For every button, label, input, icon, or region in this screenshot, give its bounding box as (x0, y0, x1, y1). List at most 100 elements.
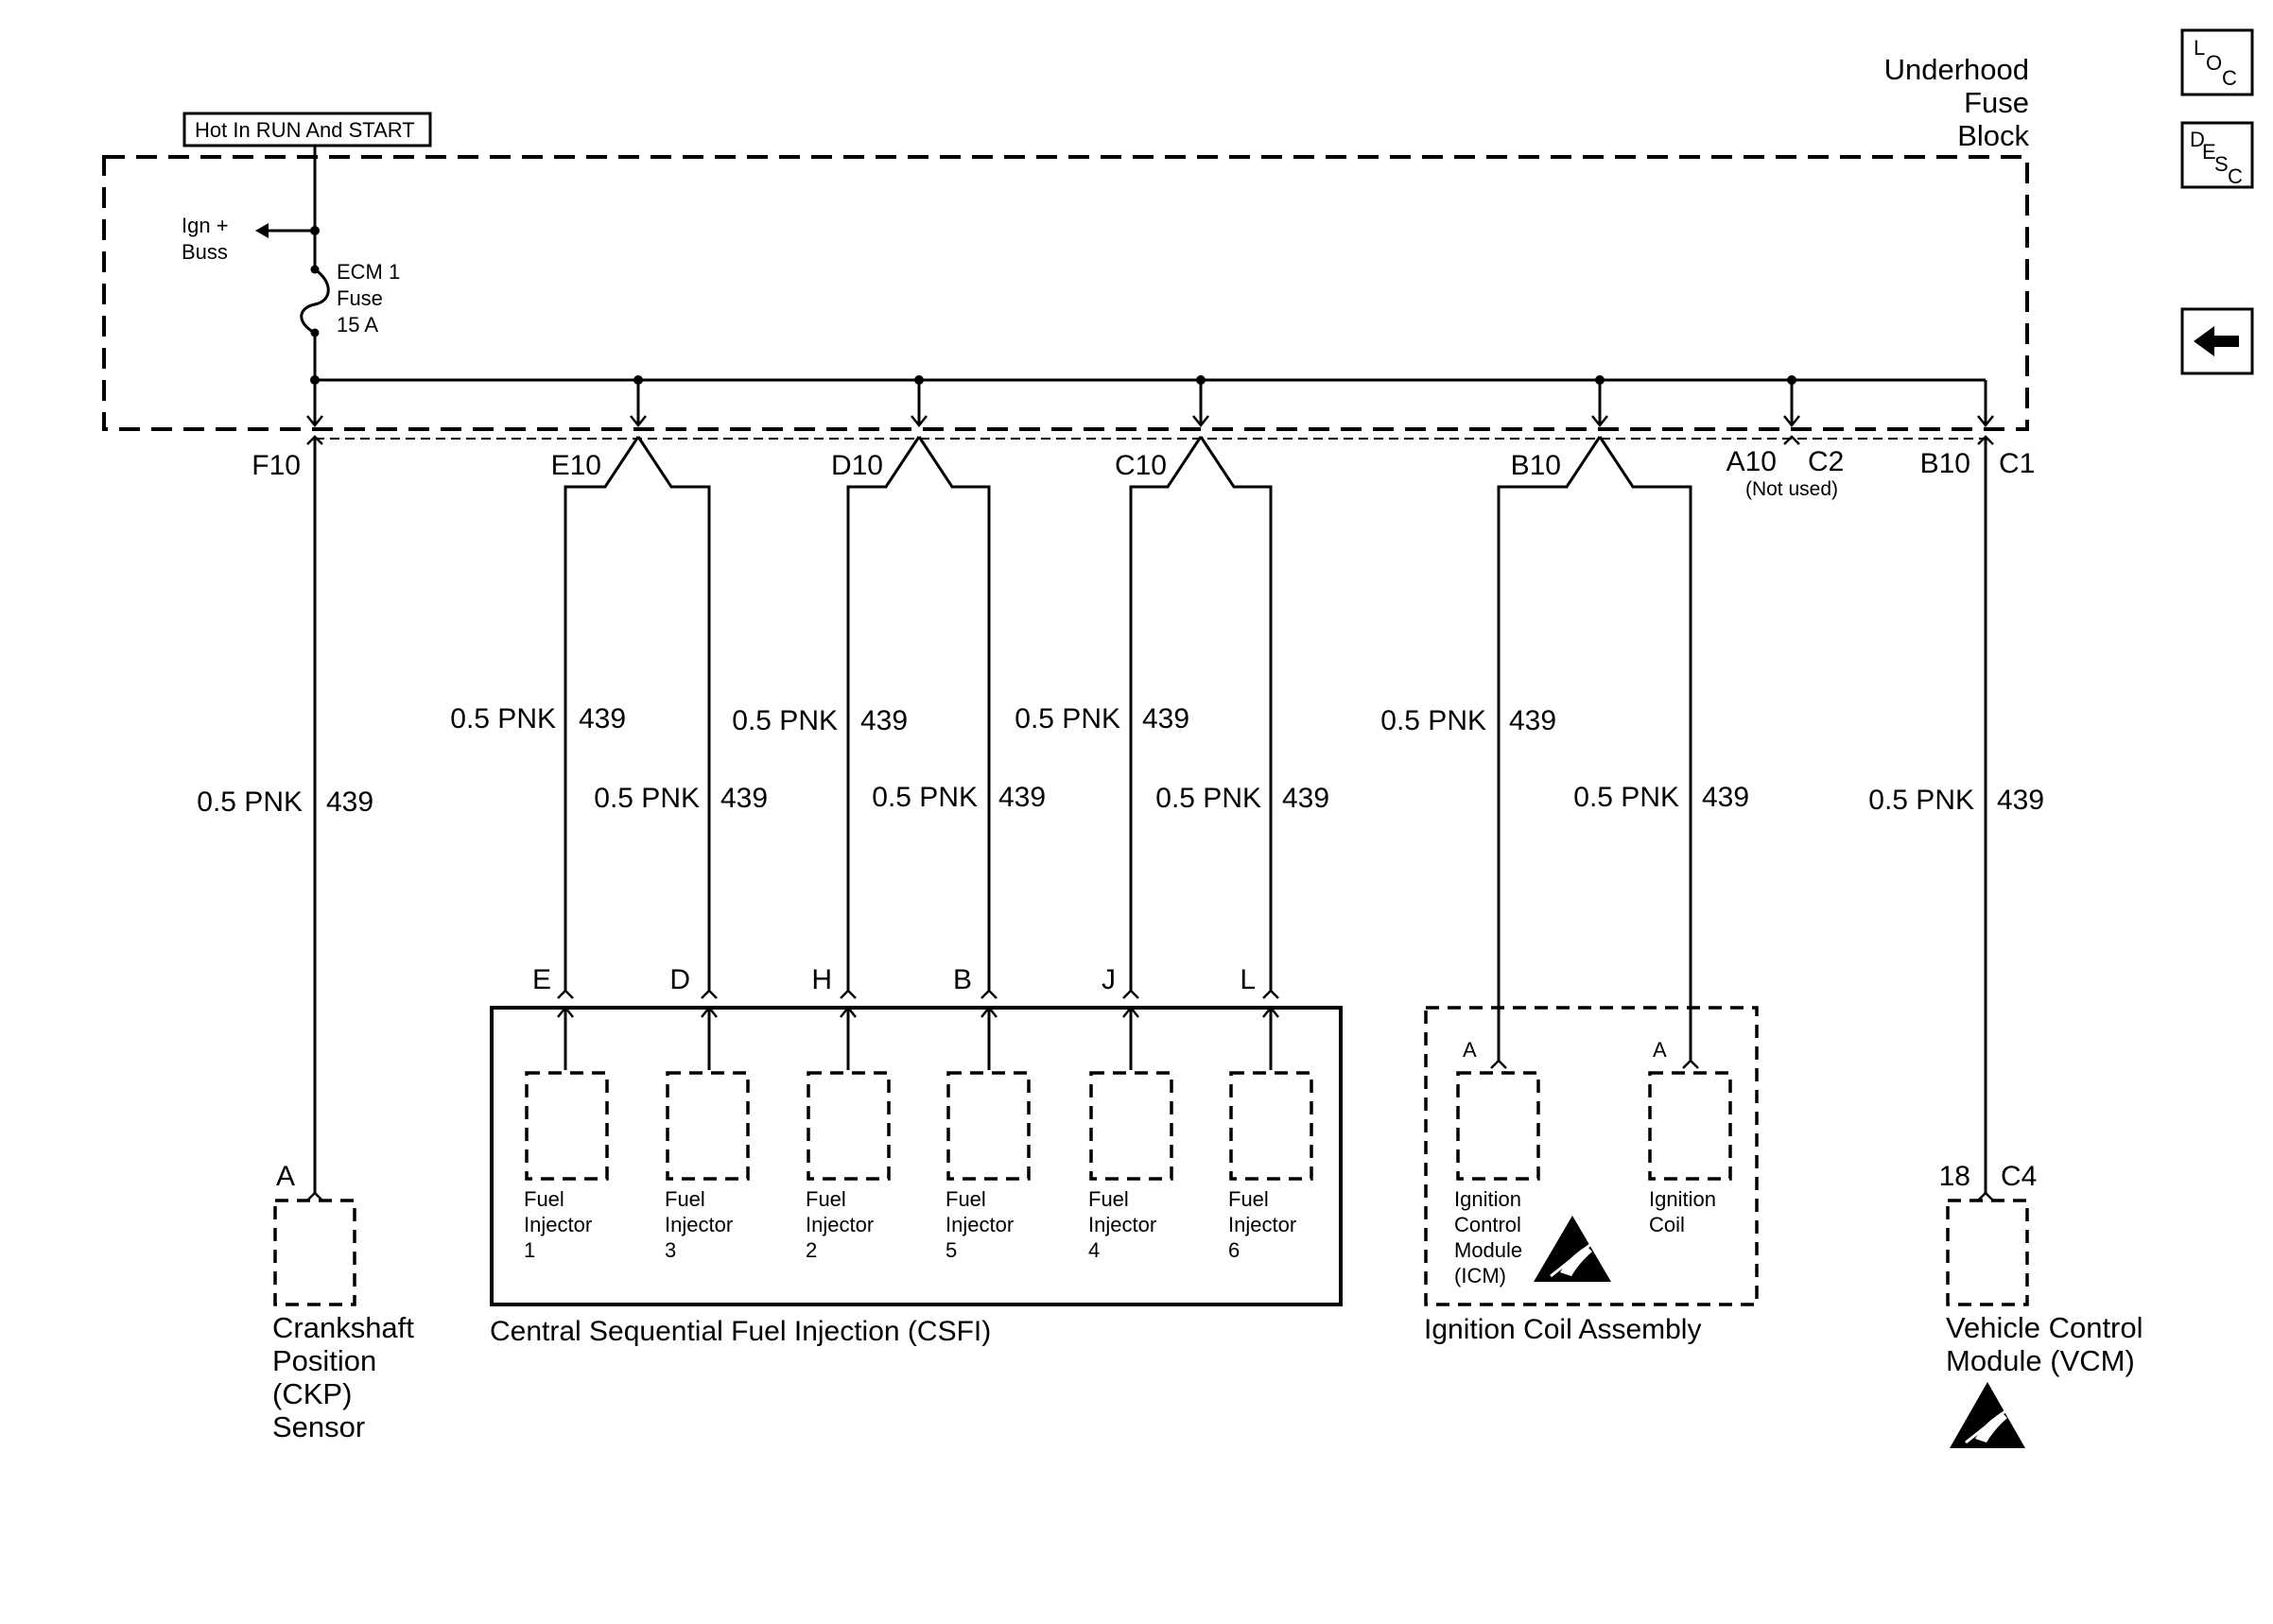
svg-text:439: 439 (1282, 783, 1329, 814)
loc-button-letter-2: O (2206, 51, 2222, 75)
svg-text:Fuel: Fuel (1088, 1187, 1129, 1211)
svg-text:Vehicle Control: Vehicle Control (1946, 1311, 2143, 1344)
loc-button[interactable]: L O C (2180, 28, 2254, 96)
svg-text:Fuel: Fuel (524, 1187, 564, 1211)
vcm-box (1946, 1199, 2029, 1306)
svg-text:0.5 PNK: 0.5 PNK (872, 782, 978, 813)
fuel-injector-5: Fuel Injector 5 (946, 1071, 1031, 1262)
wire-label-coil: 0.5 PNK 439 (1573, 782, 1749, 813)
esd-warning-icon (1950, 1382, 2025, 1448)
svg-text:Ignition: Ignition (1454, 1187, 1521, 1211)
wire-label-icm: 0.5 PNK 439 (1380, 705, 1556, 736)
csfi-label: Central Sequential Fuel Injection (CSFI) (490, 1316, 991, 1347)
svg-text:Fuse: Fuse (1964, 86, 2029, 119)
ignition-coil-assembly-box (1424, 1006, 1759, 1306)
vcm-wire (1977, 435, 1994, 1201)
csfi-module-box (490, 1006, 1343, 1306)
a10-stub (1783, 435, 1800, 445)
left-arrow-icon (2194, 326, 2239, 356)
ckp-pin-a: A (276, 1161, 295, 1192)
svg-text:Fuse: Fuse (337, 286, 383, 310)
svg-text:3: 3 (665, 1238, 676, 1262)
svg-text:0.5 PNK: 0.5 PNK (1573, 782, 1679, 813)
ign-buss-label: Ign + Buss (182, 214, 229, 264)
hot-in-run-start-box: Hot In RUN And START (182, 112, 432, 147)
desc-button[interactable]: D E S C (2180, 121, 2254, 189)
svg-text:Fuel: Fuel (806, 1187, 846, 1211)
csfi-pin-e: E (532, 964, 551, 995)
ignition-coil: Ignition Coil (1648, 1071, 1732, 1236)
ignition-control-module: Ignition Control Module (ICM) (1454, 1071, 1540, 1287)
svg-text:2: 2 (806, 1238, 817, 1262)
svg-text:ECM 1: ECM 1 (337, 260, 400, 284)
svg-text:Module: Module (1454, 1238, 1522, 1262)
connector-b10-c2: B10 (1511, 450, 1561, 481)
splice-b10 (1497, 436, 1692, 1061)
svg-text:0.5 PNK: 0.5 PNK (1015, 703, 1120, 734)
bus-drops (306, 380, 1994, 428)
svg-text:Underhood: Underhood (1884, 53, 2029, 86)
ignition-pins: A A (1463, 1038, 1699, 1069)
csfi-pins: E D H B J L (532, 964, 1279, 999)
fuel-injector-1: Fuel Injector 1 (524, 1071, 609, 1262)
splice-d10 (846, 436, 991, 991)
svg-text:Module (VCM): Module (VCM) (1946, 1344, 2135, 1377)
connector-c2: C2 (1808, 446, 1844, 477)
svg-text:Injector: Injector (1088, 1213, 1156, 1236)
splice-e10 (564, 436, 711, 991)
svg-text:0.5 PNK: 0.5 PNK (732, 705, 838, 736)
svg-text:(ICM): (ICM) (1454, 1264, 1506, 1287)
svg-text:Ign +: Ign + (182, 214, 229, 237)
vcm-pin-18: 18 (1939, 1161, 1970, 1192)
svg-text:15 A: 15 A (337, 313, 378, 337)
svg-text:Crankshaft: Crankshaft (272, 1311, 414, 1344)
svg-text:439: 439 (860, 705, 908, 736)
splice-c10 (1129, 436, 1273, 991)
desc-button-letter-2: E (2202, 140, 2216, 164)
svg-text:6: 6 (1228, 1238, 1240, 1262)
svg-text:Injector: Injector (806, 1213, 874, 1236)
ckp-sensor-box (273, 1199, 356, 1306)
fuse-block-title: Underhood Fuse Block (1884, 53, 2030, 152)
wire-label-inj1: 0.5 PNK 439 (450, 703, 626, 734)
injector-links (557, 1005, 1279, 1070)
svg-text:1: 1 (524, 1238, 535, 1262)
loc-button-letter-1: L (2194, 36, 2205, 60)
svg-text:Ignition: Ignition (1649, 1187, 1716, 1211)
svg-text:Injector: Injector (665, 1213, 733, 1236)
svg-text:439: 439 (326, 786, 373, 818)
vcm-label: Vehicle Control Module (VCM) (1946, 1311, 2143, 1377)
svg-text:(CKP): (CKP) (272, 1377, 352, 1410)
csfi-pin-l: L (1240, 964, 1256, 995)
connector-not-used: (Not used) (1745, 478, 1838, 500)
svg-text:439: 439 (998, 782, 1046, 813)
svg-text:0.5 PNK: 0.5 PNK (1155, 783, 1261, 814)
svg-text:5: 5 (946, 1238, 957, 1262)
svg-text:4: 4 (1088, 1238, 1100, 1262)
loc-button-letter-3: C (2222, 66, 2237, 90)
svg-text:439: 439 (1509, 705, 1556, 736)
svg-text:439: 439 (1142, 703, 1189, 734)
wire-label-inj3: 0.5 PNK 439 (594, 783, 768, 814)
svg-text:Fuel: Fuel (946, 1187, 986, 1211)
svg-text:Injector: Injector (946, 1213, 1014, 1236)
connector-a10: A10 (1726, 446, 1777, 477)
connector-e10: E10 (551, 450, 601, 481)
svg-text:439: 439 (1997, 785, 2044, 816)
icm-pin-a: A (1463, 1038, 1477, 1062)
svg-text:Injector: Injector (524, 1213, 592, 1236)
svg-text:439: 439 (720, 783, 768, 814)
svg-text:Control: Control (1454, 1213, 1521, 1236)
svg-text:Injector: Injector (1228, 1213, 1296, 1236)
ecm1-fuse-label: ECM 1 Fuse 15 A (337, 260, 400, 337)
wire-label-ckp: 0.5 PNK 439 (197, 786, 373, 818)
fuel-injector-4: Fuel Injector 4 (1088, 1071, 1173, 1262)
ign-buss-arrow-icon (255, 223, 269, 238)
ignition-coil-assembly-label: Ignition Coil Assembly (1424, 1314, 1701, 1345)
svg-text:439: 439 (579, 703, 626, 734)
svg-text:Sensor: Sensor (272, 1410, 365, 1443)
connector-f10: F10 (252, 450, 301, 481)
svg-text:0.5 PNK: 0.5 PNK (594, 783, 700, 814)
connector-c10: C10 (1115, 450, 1167, 481)
back-button[interactable] (2180, 307, 2254, 375)
